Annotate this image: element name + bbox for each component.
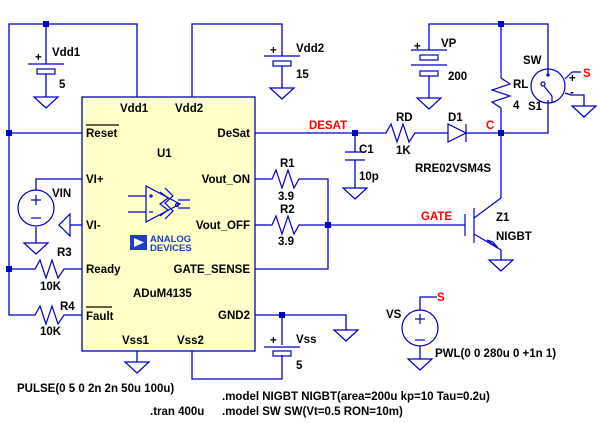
vdd2-name: Vdd2 xyxy=(296,43,324,55)
pin-ready-label: Ready xyxy=(86,264,121,276)
pin-vss2-label: Vss2 xyxy=(177,335,204,347)
rl-name: RL xyxy=(513,79,528,91)
r3-resistor xyxy=(30,258,70,280)
ground-icon xyxy=(415,97,443,110)
model-sw-directive[interactable]: .model SW SW(Vt=0.5 RON=10m) xyxy=(222,406,403,418)
pin-vss1-label: Vss1 xyxy=(122,335,149,347)
ground-icon xyxy=(570,105,598,118)
model-igbt-directive[interactable]: .model NIGBT NIGBT(area=200u kp=10 Tau=0… xyxy=(222,391,490,403)
c1-capacitor-symbol[interactable] xyxy=(345,151,365,161)
r1-name: R1 xyxy=(280,158,295,170)
plus-sign: + xyxy=(270,45,277,57)
s1-switch-symbol[interactable] xyxy=(530,68,573,104)
rd-resistor xyxy=(382,122,420,144)
ground-icon xyxy=(123,361,151,374)
ground-icon xyxy=(332,329,360,342)
pin-gnd2-label: GND2 xyxy=(218,310,250,322)
ground-icon xyxy=(487,259,515,272)
rl-resistor xyxy=(490,73,512,109)
r4-name: R4 xyxy=(60,301,75,313)
pin-vdd2-label: Vdd2 xyxy=(175,103,203,115)
z1-value: NIGBT xyxy=(496,231,532,243)
vss-name: Vss xyxy=(296,334,316,346)
pin-reset-label: Reset xyxy=(86,128,117,140)
rd-name: RD xyxy=(396,112,413,124)
ground-icon xyxy=(406,358,434,371)
resistor-symbols[interactable] xyxy=(30,73,512,326)
net-label-c: C xyxy=(486,120,494,132)
r4-value: 10K xyxy=(40,326,62,338)
s1-minus: - xyxy=(570,87,574,99)
r2-name: R2 xyxy=(280,204,295,216)
z1-name: Z1 xyxy=(496,212,510,224)
plus-sign: + xyxy=(414,41,421,53)
pin-vi-minus-label: VI- xyxy=(86,220,101,232)
r1-value: 3.9 xyxy=(278,191,294,203)
net-label-s-source: S xyxy=(437,292,445,304)
r2-resistor xyxy=(267,214,304,236)
s1-name: S1 xyxy=(528,101,543,113)
r4-resistor xyxy=(30,304,70,326)
d1-diode-symbol[interactable] xyxy=(447,123,468,143)
vp-name-text: VP xyxy=(441,38,457,50)
pin-fault-label: Fault xyxy=(86,311,114,323)
pin-vdd1-label: Vdd1 xyxy=(120,103,149,115)
z1-igbt-symbol[interactable] xyxy=(464,197,502,251)
r2-value: 3.9 xyxy=(278,236,294,248)
r3-value: 10K xyxy=(40,281,62,293)
d1-name: D1 xyxy=(448,112,463,124)
r1-resistor xyxy=(267,168,304,190)
ground-icon xyxy=(58,212,71,238)
pin-gate-sense-label: GATE_SENSE xyxy=(174,264,251,276)
plus-sign: + xyxy=(35,52,42,64)
pin-vout-off-label: Vout_OFF xyxy=(196,220,250,232)
c1-value: 10p xyxy=(359,171,379,183)
vdd1-value: 5 xyxy=(59,79,66,91)
pin-desat-label: DeSat xyxy=(217,128,250,140)
net-label-s-switch: S xyxy=(583,68,591,80)
pin-vout-on-label: Vout_ON xyxy=(202,174,250,186)
vdd2-value: 15 xyxy=(296,69,309,81)
isolator-amplifier-icon xyxy=(128,185,190,223)
ground-icon xyxy=(22,242,50,255)
rl-value: 4 xyxy=(513,100,520,112)
tran-directive[interactable]: .tran 400u xyxy=(150,406,204,418)
plus-sign: + xyxy=(270,335,277,347)
net-label-gate: GATE xyxy=(421,211,452,223)
d1-value: RRE02VSM4S xyxy=(415,163,491,175)
ground-icon xyxy=(268,87,296,100)
vin-source-symbol[interactable] xyxy=(17,189,55,227)
ic-u1-body[interactable] xyxy=(81,96,256,352)
vdd2-source-symbol[interactable] xyxy=(264,55,300,67)
ic-ref-label: U1 xyxy=(157,148,172,160)
s1-plus: + xyxy=(569,73,576,85)
ic-part-label: ADuM4135 xyxy=(133,288,192,300)
ground-icons xyxy=(22,87,598,374)
net-label-desat: DESAT xyxy=(309,120,347,132)
pin-vi-plus-label: VI+ xyxy=(86,174,104,186)
ground-icon xyxy=(341,187,369,200)
vs-name: VS xyxy=(386,309,402,321)
vdd1-source-symbol[interactable] xyxy=(28,63,64,75)
vss-value: 5 xyxy=(296,360,303,372)
vdd1-name: Vdd1 xyxy=(52,47,81,59)
c1-name: C1 xyxy=(359,144,374,156)
junctions xyxy=(6,21,504,318)
r3-name: R3 xyxy=(57,247,72,259)
analog-devices-logo: ANALOG DEVICES xyxy=(130,234,192,254)
svg-text:DEVICES: DEVICES xyxy=(150,243,192,254)
vp-value: 200 xyxy=(448,71,467,83)
vin-name: VIN xyxy=(52,188,71,200)
vs-source-symbol[interactable] xyxy=(401,309,439,347)
ground-icon xyxy=(32,96,60,109)
vss-source-symbol[interactable] xyxy=(264,346,300,357)
s1-model: SW xyxy=(523,55,542,67)
vin-pulse-directive[interactable]: PULSE(0 5 0 2n 2n 50u 100u) xyxy=(17,383,174,395)
svg-text:ANALOG: ANALOG xyxy=(150,234,191,245)
rd-value: 1K xyxy=(396,145,411,157)
vp-source-symbol[interactable] xyxy=(411,49,447,77)
vs-value: PWL(0 0 280u 0 +1n 1) xyxy=(435,348,556,360)
